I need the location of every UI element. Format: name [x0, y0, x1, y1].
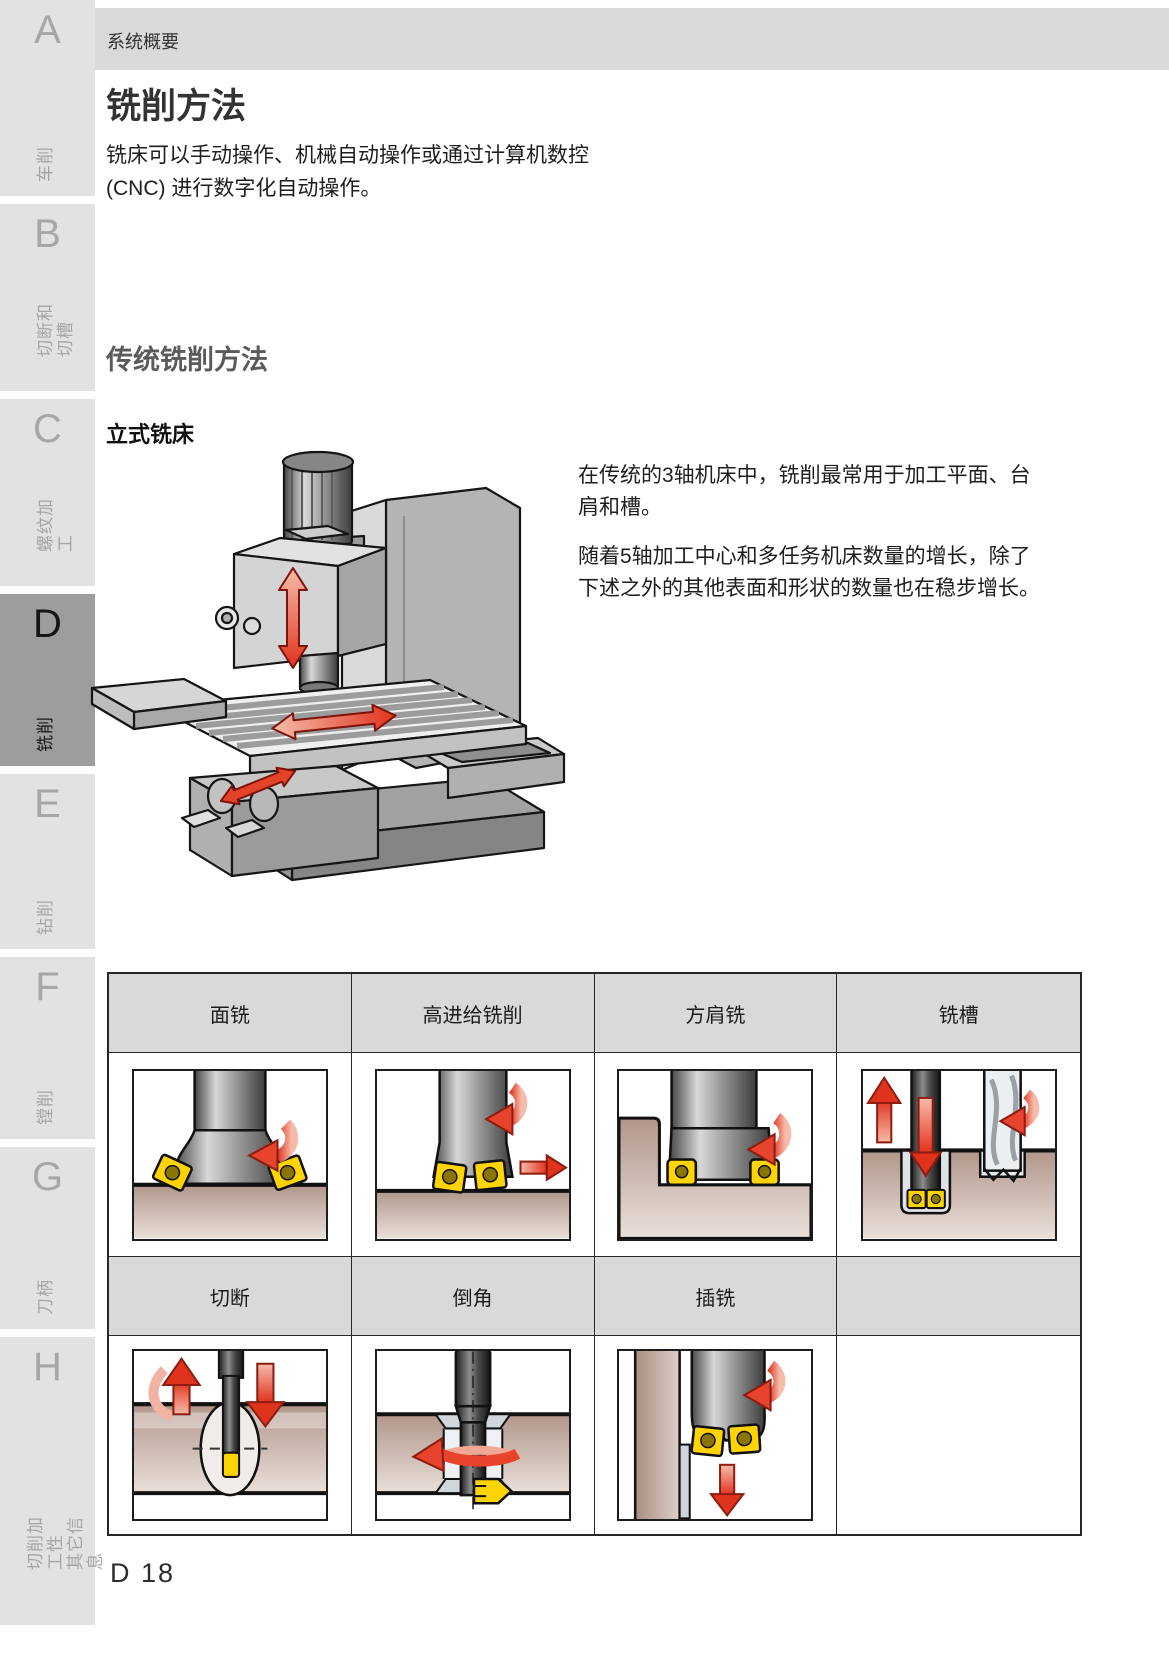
- vertical-milling-machine-illustration: [90, 450, 566, 882]
- method-header-empty: [837, 1257, 1080, 1336]
- section-heading: 传统铣削方法: [106, 345, 268, 375]
- tab-label-tool-holding: 刀柄: [36, 1279, 55, 1315]
- tab-letter-a: A: [34, 8, 61, 52]
- sidebar-tab-machinability-info: H 切削加工性 其它信息: [0, 1337, 105, 1625]
- page-title: 铣削方法: [106, 87, 247, 126]
- tab-letter-e: E: [34, 782, 61, 826]
- tab-label-parting-grooving: 切断和切槽: [36, 303, 75, 357]
- section-header-bar: 系统概要: [95, 8, 1169, 70]
- method-cell-shoulder-milling: [594, 1053, 838, 1257]
- method-cell-face-milling: [109, 1053, 352, 1257]
- sidebar-tab-boring: F 镗削: [0, 957, 95, 1139]
- method-cell-parting-off: [109, 1336, 352, 1534]
- sub-heading: 立式铣床: [106, 422, 195, 447]
- method-header-face-milling: 面铣: [109, 974, 352, 1053]
- method-header-plunge-milling: 插铣: [594, 1257, 838, 1336]
- face-milling-illustration: [131, 1068, 328, 1241]
- plunge-milling-illustration: [617, 1349, 814, 1521]
- sidebar-tab-parting-grooving: B 切断和切槽: [0, 204, 95, 391]
- sidebar-tab-drilling: E 钻削: [0, 774, 95, 949]
- method-cell-slot-milling: [837, 1053, 1080, 1257]
- method-cell-chamfering: [351, 1336, 595, 1534]
- tab-label-drilling: 钻削: [36, 899, 55, 935]
- method-header-parting-off: 切断: [109, 1257, 352, 1336]
- parting-off-illustration: [131, 1349, 328, 1521]
- shoulder-milling-illustration: [617, 1068, 814, 1241]
- sidebar-tab-turning: A 车削: [0, 0, 95, 196]
- tab-label-boring: 镗削: [36, 1089, 55, 1125]
- method-cell-empty: [837, 1336, 1080, 1534]
- machine-paragraph-2: 随着5轴加工中心和多任务机床数量的增长，除了下述之外的其他表面和形状的数量也在稳…: [578, 545, 1040, 600]
- tab-label-turning: 车削: [36, 146, 55, 182]
- tab-label-machinability-info: 切削加工性 其它信息: [26, 1516, 105, 1570]
- method-header-slot-milling: 铣槽: [837, 974, 1080, 1053]
- tab-letter-h: H: [33, 1345, 62, 1389]
- method-header-shoulder-milling: 方肩铣: [594, 974, 838, 1053]
- milling-methods-table: 面铣 高进给铣削 方肩铣 铣槽: [107, 972, 1082, 1536]
- tab-letter-g: G: [31, 1155, 64, 1199]
- chamfering-illustration: [374, 1349, 571, 1521]
- tab-letter-b: B: [34, 212, 61, 256]
- method-cell-plunge-milling: [594, 1336, 838, 1534]
- sidebar-tab-tool-holding: G 刀柄: [0, 1147, 95, 1329]
- sidebar-tab-milling-active: D 铣削: [0, 594, 95, 766]
- machine-description: 在传统的3轴机床中，铣削最常用于加工平面、台肩和槽。 随着5轴加工中心和多任务机…: [578, 460, 1046, 622]
- method-cell-high-feed-milling: [351, 1053, 595, 1257]
- intro-paragraph: 铣床可以手动操作、机械自动操作或通过计算机数控 (CNC) 进行数字化自动操作。: [106, 144, 589, 200]
- tab-letter-d: D: [33, 602, 62, 646]
- tab-letter-f: F: [35, 965, 60, 1009]
- page-number: D 18: [110, 1558, 176, 1588]
- machine-paragraph-1: 在传统的3轴机床中，铣削最常用于加工平面、台肩和槽。: [578, 464, 1031, 519]
- tab-label-threading: 螺纹加工: [36, 498, 75, 552]
- method-header-high-feed-milling: 高进给铣削: [351, 974, 595, 1053]
- slot-milling-illustration: [860, 1068, 1057, 1241]
- tab-label-milling: 铣削: [36, 716, 55, 752]
- breadcrumb: 系统概要: [107, 32, 179, 52]
- method-header-chamfering: 倒角: [351, 1257, 595, 1336]
- high-feed-milling-illustration: [374, 1068, 571, 1241]
- sidebar-tab-threading: C 螺纹加工: [0, 399, 95, 586]
- tab-letter-c: C: [33, 407, 62, 451]
